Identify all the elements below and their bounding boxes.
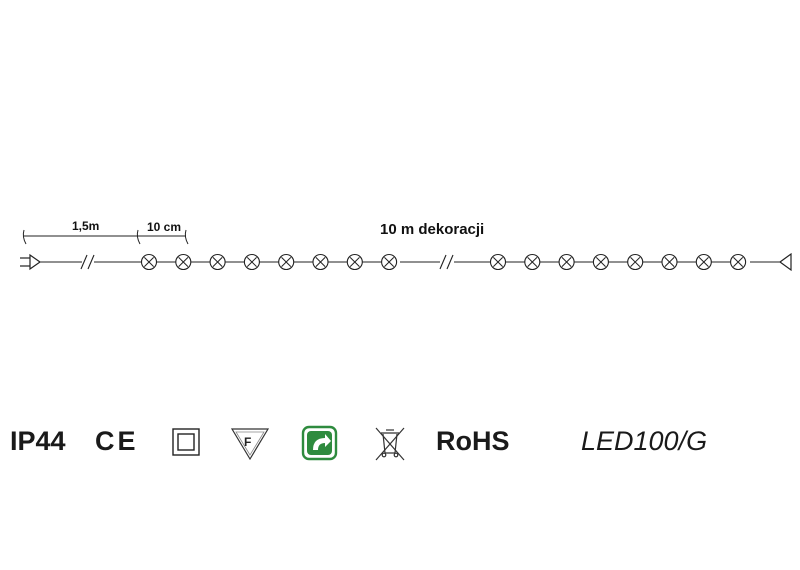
triangle-f-icon: F	[230, 428, 270, 461]
end-cap-icon	[778, 252, 792, 272]
bulb-icon	[175, 253, 211, 271]
bulb-icon	[695, 253, 731, 271]
f-mark-letter: F	[244, 435, 251, 449]
bulb-icon	[278, 253, 313, 271]
bulb-icon	[558, 253, 594, 271]
bulb-icon	[381, 253, 398, 271]
wire-break-mark	[80, 254, 95, 270]
double-square-icon	[172, 428, 200, 456]
lead-dimension	[22, 229, 141, 245]
bulb-group	[140, 253, 747, 271]
bulb-icon	[661, 253, 697, 271]
rohs-label: RoHS	[436, 426, 510, 456]
bulb-icon	[312, 253, 348, 271]
bulb-icon	[592, 253, 628, 271]
bulb-icon	[730, 253, 747, 271]
green-arrow-icon	[301, 425, 338, 461]
ip-rating-label: IP44	[10, 426, 66, 456]
bulb-icon	[209, 253, 245, 271]
bulb-spacing-label: 10 cm	[147, 220, 181, 234]
decoration-length-label: 10 m dekoracji	[380, 221, 484, 238]
wire-break-mark	[439, 254, 454, 270]
bulb-icon	[489, 253, 525, 271]
crossed-bin-icon	[375, 427, 405, 461]
spacing-dimension	[138, 229, 189, 245]
bulb-icon	[346, 253, 382, 271]
bulb-icon	[524, 253, 560, 271]
bulb-icon	[140, 253, 176, 271]
ce-mark: CE	[95, 426, 139, 456]
bulb-icon	[627, 253, 662, 271]
plug-icon	[20, 253, 42, 271]
model-number: LED100/G	[581, 426, 708, 456]
lead-length-label: 1,5m	[72, 219, 99, 233]
bulb-icon	[243, 253, 279, 271]
